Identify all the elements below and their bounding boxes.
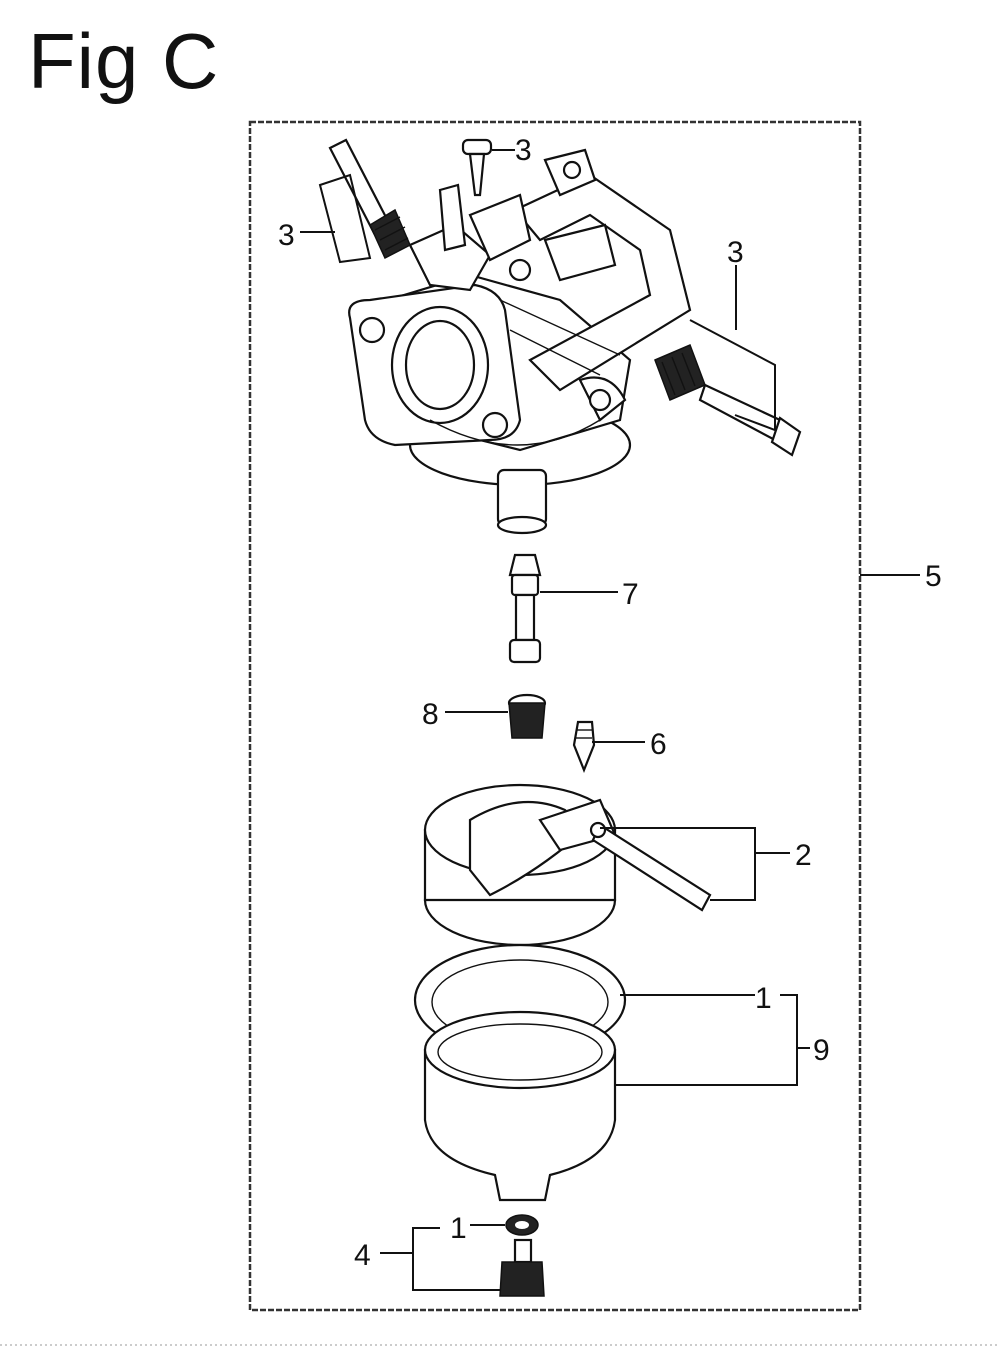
float-needle xyxy=(572,720,596,773)
callout-5-carburetor-assy: 5 xyxy=(925,560,942,593)
callout-6-float-needle: 6 xyxy=(650,728,667,761)
top-screw xyxy=(461,138,493,197)
callout-8-jet-holder: 8 xyxy=(422,698,439,731)
callout-3-pilot-screw: 3 xyxy=(727,236,744,269)
carburetor-body xyxy=(348,148,692,535)
main-jet xyxy=(508,553,542,664)
callout-9-chamber-set: 9 xyxy=(813,1034,830,1067)
float xyxy=(423,783,712,947)
idle-speed-screw-and-spring xyxy=(328,138,411,260)
float-chamber xyxy=(423,1010,617,1202)
jet-holder xyxy=(507,693,547,739)
drain-bolt-assembly xyxy=(499,1214,545,1297)
figure-title: Fig C xyxy=(28,17,220,105)
pilot-screw-and-spring xyxy=(654,344,802,457)
callout-3-idle-screw: 3 xyxy=(278,219,295,252)
callout-3-top-screw: 3 xyxy=(515,134,532,167)
callout-7-main-jet: 7 xyxy=(622,578,639,611)
assembly-frame xyxy=(248,120,862,1312)
callout-2-float: 2 xyxy=(795,839,812,872)
leader-lines xyxy=(300,149,920,1291)
callout-1-gasket: 1 xyxy=(755,982,772,1015)
callout-4-drain-bolt: 4 xyxy=(354,1239,371,1272)
callout-1-washer: 1 xyxy=(450,1212,467,1245)
